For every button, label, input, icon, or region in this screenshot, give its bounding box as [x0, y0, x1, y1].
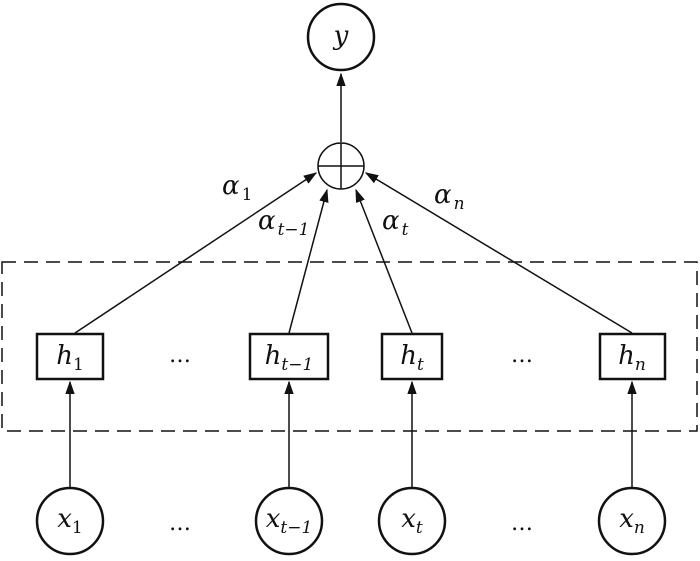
- arrow-hn-to-sum: [364, 172, 633, 334]
- input-node-t: xt: [377, 486, 447, 556]
- input-ellipsis-1: …: [169, 511, 191, 536]
- output-node-label: y: [333, 21, 349, 51]
- hidden-ellipsis-2: …: [511, 343, 533, 368]
- arrow-h1-to-sum: [74, 172, 318, 334]
- hidden-node-n: hn: [598, 332, 667, 381]
- svg-text:hn: hn: [618, 341, 646, 375]
- hidden-ellipsis-1: …: [169, 343, 191, 368]
- svg-text:xt: xt: [401, 504, 423, 538]
- arrow-ht-1-to-sum: [288, 188, 329, 334]
- svg-text:ht−1: ht−1: [265, 341, 314, 375]
- svg-text:h1: h1: [56, 341, 84, 375]
- output-node: y: [306, 2, 376, 72]
- input-node-t-1: xt−1: [254, 486, 324, 556]
- hidden-node-1: h1: [35, 332, 105, 381]
- svg-text:xt−1: xt−1: [266, 504, 313, 538]
- arrow-ht-to-sum: [355, 188, 413, 334]
- hidden-layer-region: [1, 261, 698, 432]
- hidden-node-t-1: ht−1: [248, 332, 330, 381]
- input-node-1: x1: [35, 486, 105, 556]
- svg-text:ht: ht: [400, 341, 424, 375]
- input-node-n: xn: [597, 486, 667, 556]
- sum-node: [317, 142, 365, 190]
- hidden-node-t: ht: [380, 332, 444, 381]
- svg-text:xn: xn: [619, 504, 645, 538]
- svg-text:x1: x1: [57, 504, 83, 538]
- input-ellipsis-2: …: [511, 511, 533, 536]
